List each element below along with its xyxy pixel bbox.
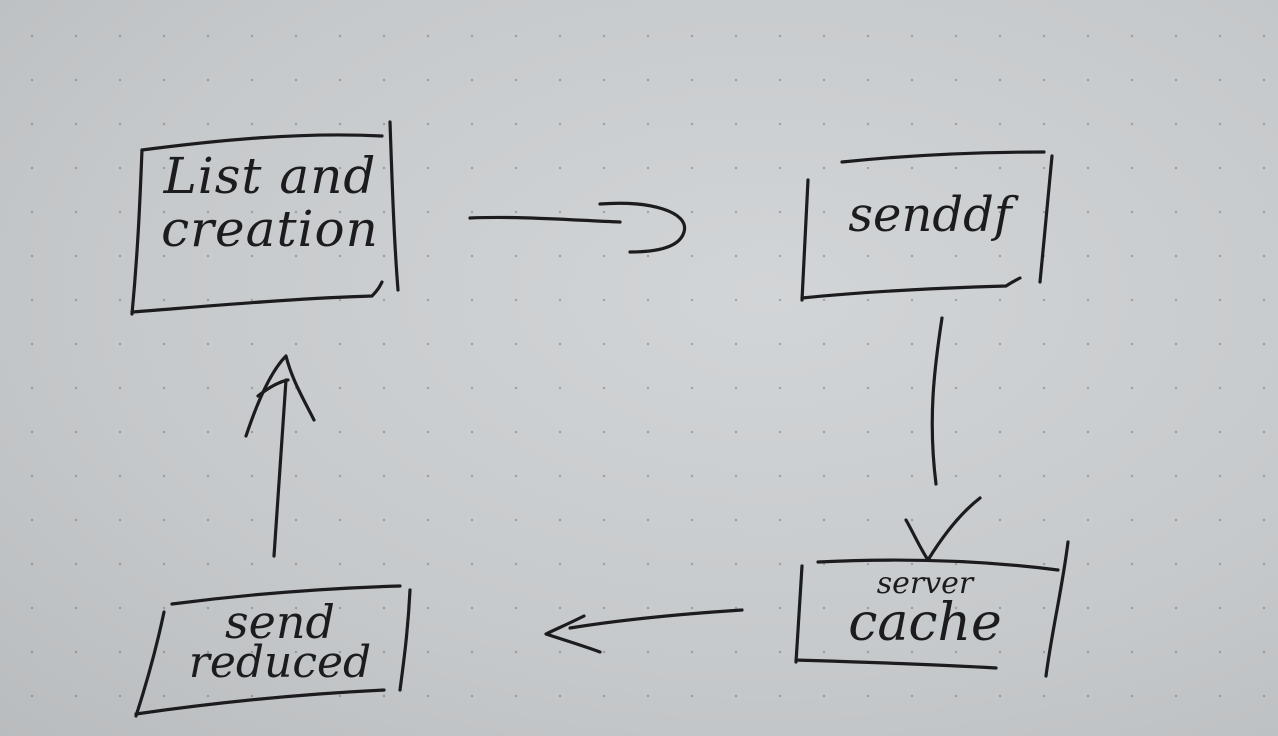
arrow-senddf-to-server xyxy=(904,316,982,562)
node-send-reduced: send reduced xyxy=(150,598,410,686)
node-server-cache: server cache xyxy=(800,568,1050,650)
node-list-creation-line2: creation xyxy=(161,199,379,258)
node-list-creation-line1: List and xyxy=(163,147,377,205)
box-server-cache xyxy=(794,540,1070,678)
box-senddf xyxy=(800,150,1054,302)
node-senddf: senddf xyxy=(815,190,1045,240)
node-send-reduced-line2: reduced xyxy=(188,637,372,689)
arrow-list-to-senddf xyxy=(468,201,687,254)
node-server-cache-line1: server xyxy=(876,566,974,601)
node-senddf-line1: senddf xyxy=(848,187,1012,243)
arrow-send-to-list xyxy=(244,354,316,558)
node-list-creation: List and creation xyxy=(140,150,400,255)
box-list-creation xyxy=(130,120,400,316)
node-server-cache-line2: cache xyxy=(848,592,1002,653)
node-send-reduced-line1: send xyxy=(225,595,335,649)
arrow-server-to-send xyxy=(544,608,744,654)
box-send-reduced xyxy=(134,584,412,718)
